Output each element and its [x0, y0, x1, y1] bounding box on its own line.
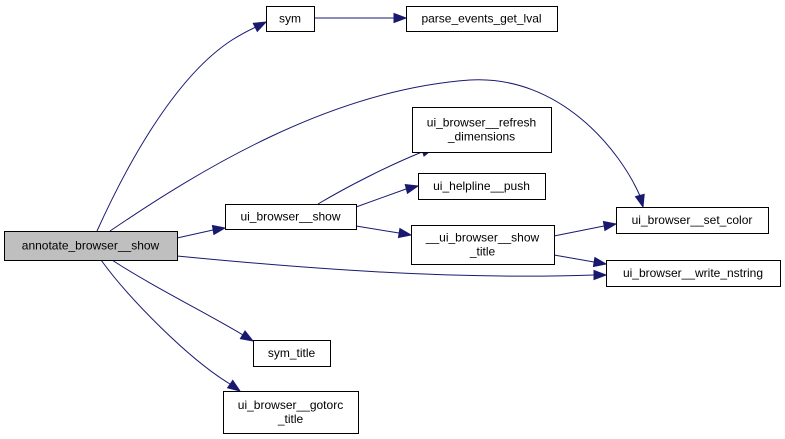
arrowhead-icon	[239, 330, 255, 342]
node-box[interactable]	[412, 107, 552, 153]
node-box[interactable]	[411, 225, 555, 265]
node-label: ui_helpline__push	[433, 179, 530, 193]
edge-annotate_browser__show-to-ui_browser__set_color	[109, 79, 645, 232]
node-label: _title	[277, 412, 304, 426]
edge-annotate_browser__show-to-ui_browser__write_nstring	[176, 255, 608, 281]
edge-__ui_browser__show_title-to-ui_browser__set_color	[553, 220, 618, 237]
node-ui-browser-show[interactable]: ui_browser__show	[225, 204, 357, 230]
arrowhead-icon	[397, 227, 413, 239]
arrowhead-icon	[602, 220, 618, 232]
node-label: __ui_browser__show	[425, 231, 540, 245]
edges	[96, 12, 645, 392]
node-box[interactable]	[616, 207, 769, 234]
node-box[interactable]	[606, 260, 781, 287]
edge-line	[100, 259, 231, 385]
node-ui-browser-refresh-dimensions[interactable]: ui_browser__refresh_dimensions	[412, 107, 552, 153]
arrowhead-icon	[593, 269, 608, 281]
node-ui-helpline-push[interactable]: ui_helpline__push	[418, 173, 546, 200]
node-box[interactable]	[406, 6, 558, 32]
arrowhead-icon	[226, 379, 242, 392]
node-ui-browser-set-color[interactable]: ui_browser__set_color	[616, 207, 769, 234]
node-sym-title[interactable]: sym_title	[253, 340, 331, 367]
node-box[interactable]	[418, 173, 546, 200]
node-box[interactable]	[266, 6, 315, 32]
edge-line	[355, 188, 407, 208]
node-sym[interactable]: sym	[266, 6, 315, 32]
edge-ui_browser__show-to-__ui_browser__show_title	[355, 225, 413, 239]
node-label: sym_title	[268, 346, 316, 360]
edge-line	[111, 259, 244, 336]
node-box[interactable]	[253, 340, 331, 367]
node-annotate-browser-show[interactable]: annotate_browser__show	[4, 231, 178, 261]
edge-annotate_browser__show-to-ui_browser__show	[176, 224, 227, 239]
node-parse-events-get-lval[interactable]: parse_events_get_lval	[406, 6, 558, 32]
edge-line	[553, 225, 605, 237]
arrowhead-icon	[252, 21, 268, 33]
edge-sym-to-parse_events_get_lval	[314, 12, 408, 24]
edge-line	[317, 151, 423, 205]
arrowhead-icon	[404, 183, 420, 195]
node-label: ui_browser__refresh	[427, 116, 536, 130]
node-ui-browser-write-nstring[interactable]: ui_browser__write_nstring	[606, 260, 781, 287]
nodes: annotate_browser__show sym parse_events_ge…	[4, 6, 781, 434]
node-label: ui_browser__gotorc	[238, 398, 343, 412]
node-label: ui_browser__show	[240, 210, 340, 224]
edge-line	[176, 229, 214, 239]
edge-line	[355, 225, 400, 234]
edge-ui_browser__show-to-ui_browser__refresh_dimensions	[317, 146, 436, 205]
node-box[interactable]	[223, 391, 359, 434]
edge-line	[176, 255, 595, 277]
edge-annotate_browser__show-to-sym_title	[111, 259, 255, 342]
arrowhead-icon	[592, 256, 608, 268]
edge-line	[109, 79, 641, 232]
node-ui-browser-show-title[interactable]: __ui_browser__show_title	[411, 225, 555, 265]
edge-annotate_browser__show-to-sym	[96, 21, 268, 232]
node-label: annotate_browser__show	[22, 239, 160, 253]
node-box[interactable]	[4, 231, 178, 261]
arrowhead-icon	[393, 12, 408, 24]
node-ui-browser-gotorc-title[interactable]: ui_browser__gotorc_title	[223, 391, 359, 434]
edge-annotate_browser__show-to-ui_browser__gotorc_title	[100, 259, 242, 392]
edge-line	[553, 254, 595, 263]
node-label: ui_browser__set_color	[632, 213, 753, 227]
edge-line	[96, 26, 257, 232]
edge-ui_browser__show-to-ui_helpline__push	[355, 183, 420, 208]
arrowhead-icon	[634, 193, 645, 209]
node-label: parse_events_get_lval	[421, 12, 541, 26]
node-label: ui_browser__write_nstring	[623, 266, 763, 280]
node-box[interactable]	[225, 204, 357, 230]
node-label: sym	[279, 12, 301, 26]
edge-__ui_browser__show_title-to-ui_browser__write_nstring	[553, 254, 608, 268]
node-label: _dimensions	[447, 130, 515, 144]
node-label: _title	[469, 245, 496, 259]
arrowhead-icon	[211, 224, 227, 236]
